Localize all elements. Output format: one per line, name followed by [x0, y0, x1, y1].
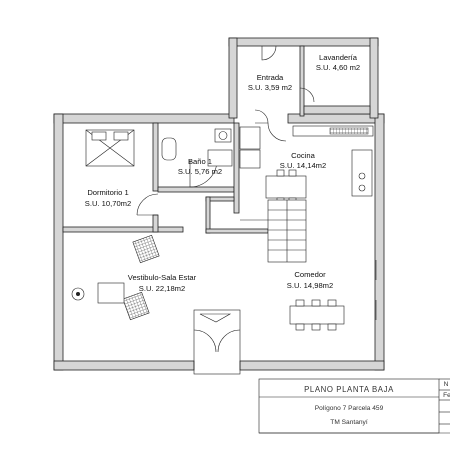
- room-name-cocina: Cocina: [291, 151, 315, 160]
- room-area-lavanderia: S.U. 4,60 m2: [316, 63, 360, 72]
- room-area-comedor: S.U. 14,98m2: [287, 281, 333, 290]
- bathroom-fixtures: [161, 126, 261, 169]
- front-door: [193, 309, 241, 375]
- title-block-line2: TM Santanyí: [330, 419, 368, 426]
- kitchen-fixtures: [265, 125, 374, 205]
- exterior-walls: [53, 113, 385, 371]
- dining-table: [289, 299, 345, 331]
- interior-walls: [62, 122, 269, 234]
- title-block-edge-mark-1: N: [444, 381, 449, 388]
- living-furniture: [71, 234, 160, 321]
- room-area-cocina: S.U. 14,14m2: [280, 161, 326, 170]
- room-name-lavanderia: Lavandería: [319, 53, 358, 62]
- room-area-dormitorio: S.U. 10,70m2: [85, 199, 131, 208]
- room-area-bano: S.U. 5,76 m2: [178, 167, 222, 176]
- room-name-comedor: Comedor: [294, 270, 326, 279]
- room-name-vestibulo: Vestibulo-Sala Estar: [128, 273, 197, 282]
- room-area-entrada: S.U. 3,59 m2: [248, 83, 292, 92]
- room-name-entrada: Entrada: [257, 73, 284, 82]
- room-name-dormitorio: Dormitorio 1: [87, 188, 128, 197]
- annex-walls: [228, 37, 379, 119]
- title-block-edge-mark-2: Fe: [443, 392, 450, 399]
- room-name-bano: Baño 1: [188, 157, 212, 166]
- title-block-title: PLANO PLANTA BAJA: [304, 385, 394, 394]
- stairs: [240, 199, 307, 263]
- title-block: PLANO PLANTA BAJA Polígono 7 Parcela 459…: [258, 378, 450, 434]
- bed: [85, 129, 135, 167]
- title-block-line1: Polígono 7 Parcela 459: [315, 405, 384, 412]
- room-area-vestibulo: S.U. 22,18m2: [139, 284, 185, 293]
